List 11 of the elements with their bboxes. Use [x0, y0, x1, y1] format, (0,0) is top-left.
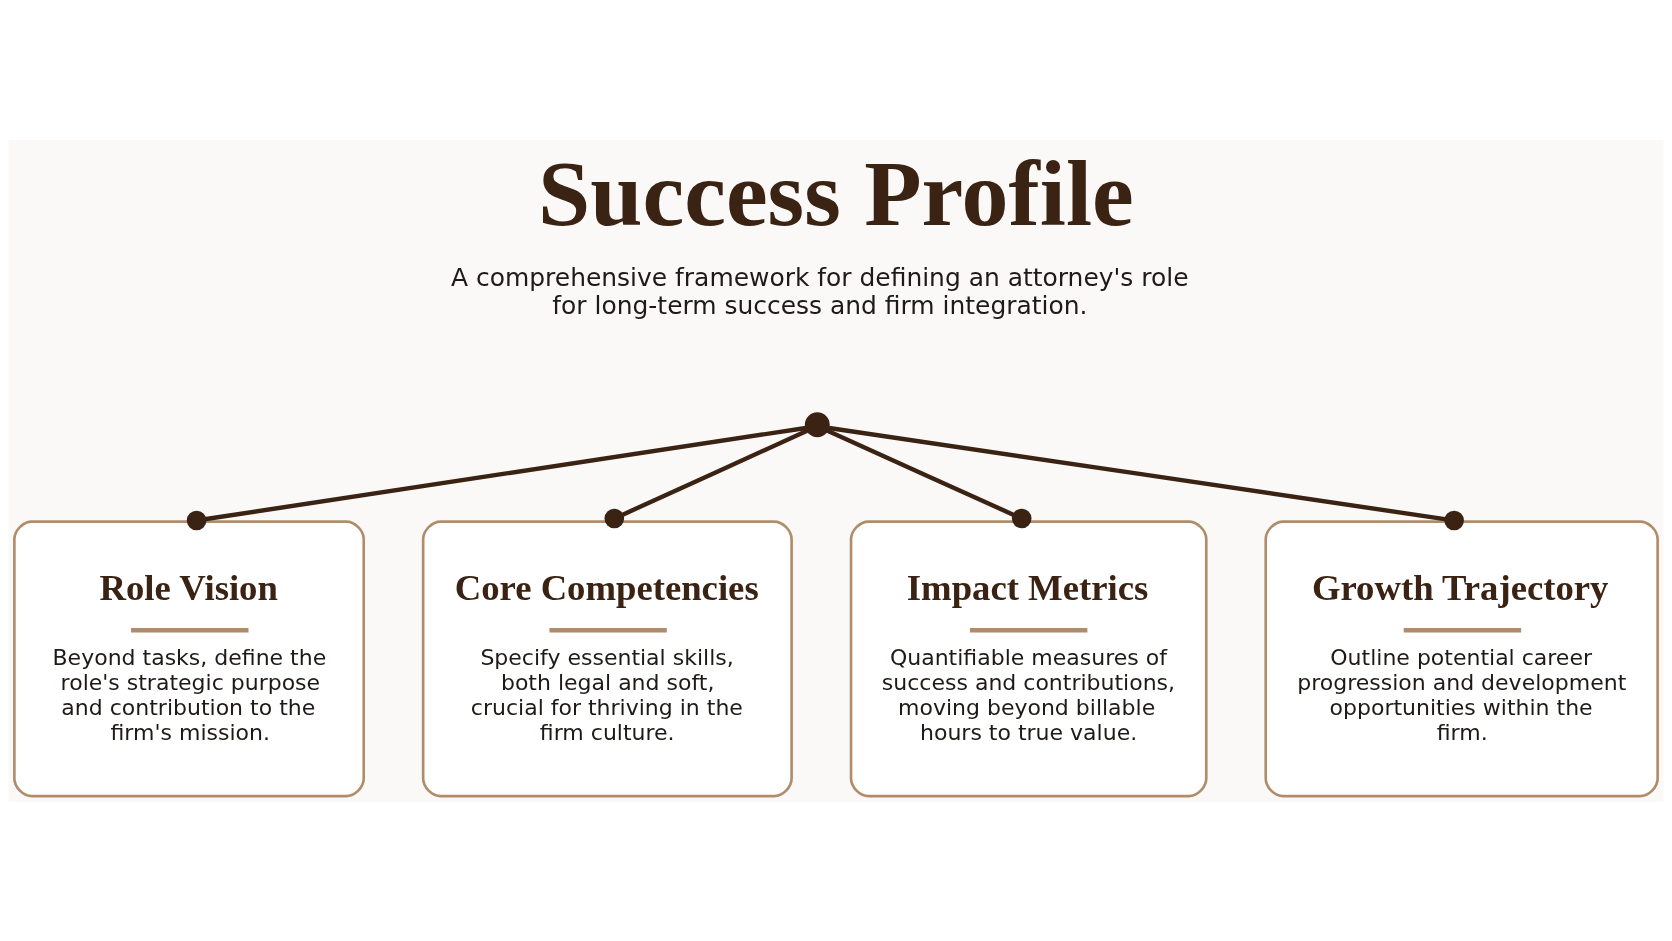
connector: [828, 425, 1464, 530]
connector: [186, 425, 807, 530]
connector: [604, 428, 809, 528]
connector: [826, 428, 1032, 528]
label: A comprehensive framework for defining an attorney's role for long-term success and firm integration.: [451, 262, 1189, 320]
diagram-title: Success Profile: [538, 140, 1134, 245]
node-box: Growth Trajectory Outline potential career progression and development opportunities within the firm.: [1264, 519, 1659, 797]
node-circle: [804, 411, 830, 437]
node-box: Impact Metrics Quantifiable measures of success and contributions, moving beyond billable hours to true value.: [849, 519, 1208, 797]
node-box: Role Vision Beyond tasks, define the role's strategic purpose and contribution to the firm's mission.: [13, 519, 366, 797]
node-box: Core Competencies Specify essential skills, both legal and soft, crucial for thriving in the firm culture.: [421, 519, 793, 797]
